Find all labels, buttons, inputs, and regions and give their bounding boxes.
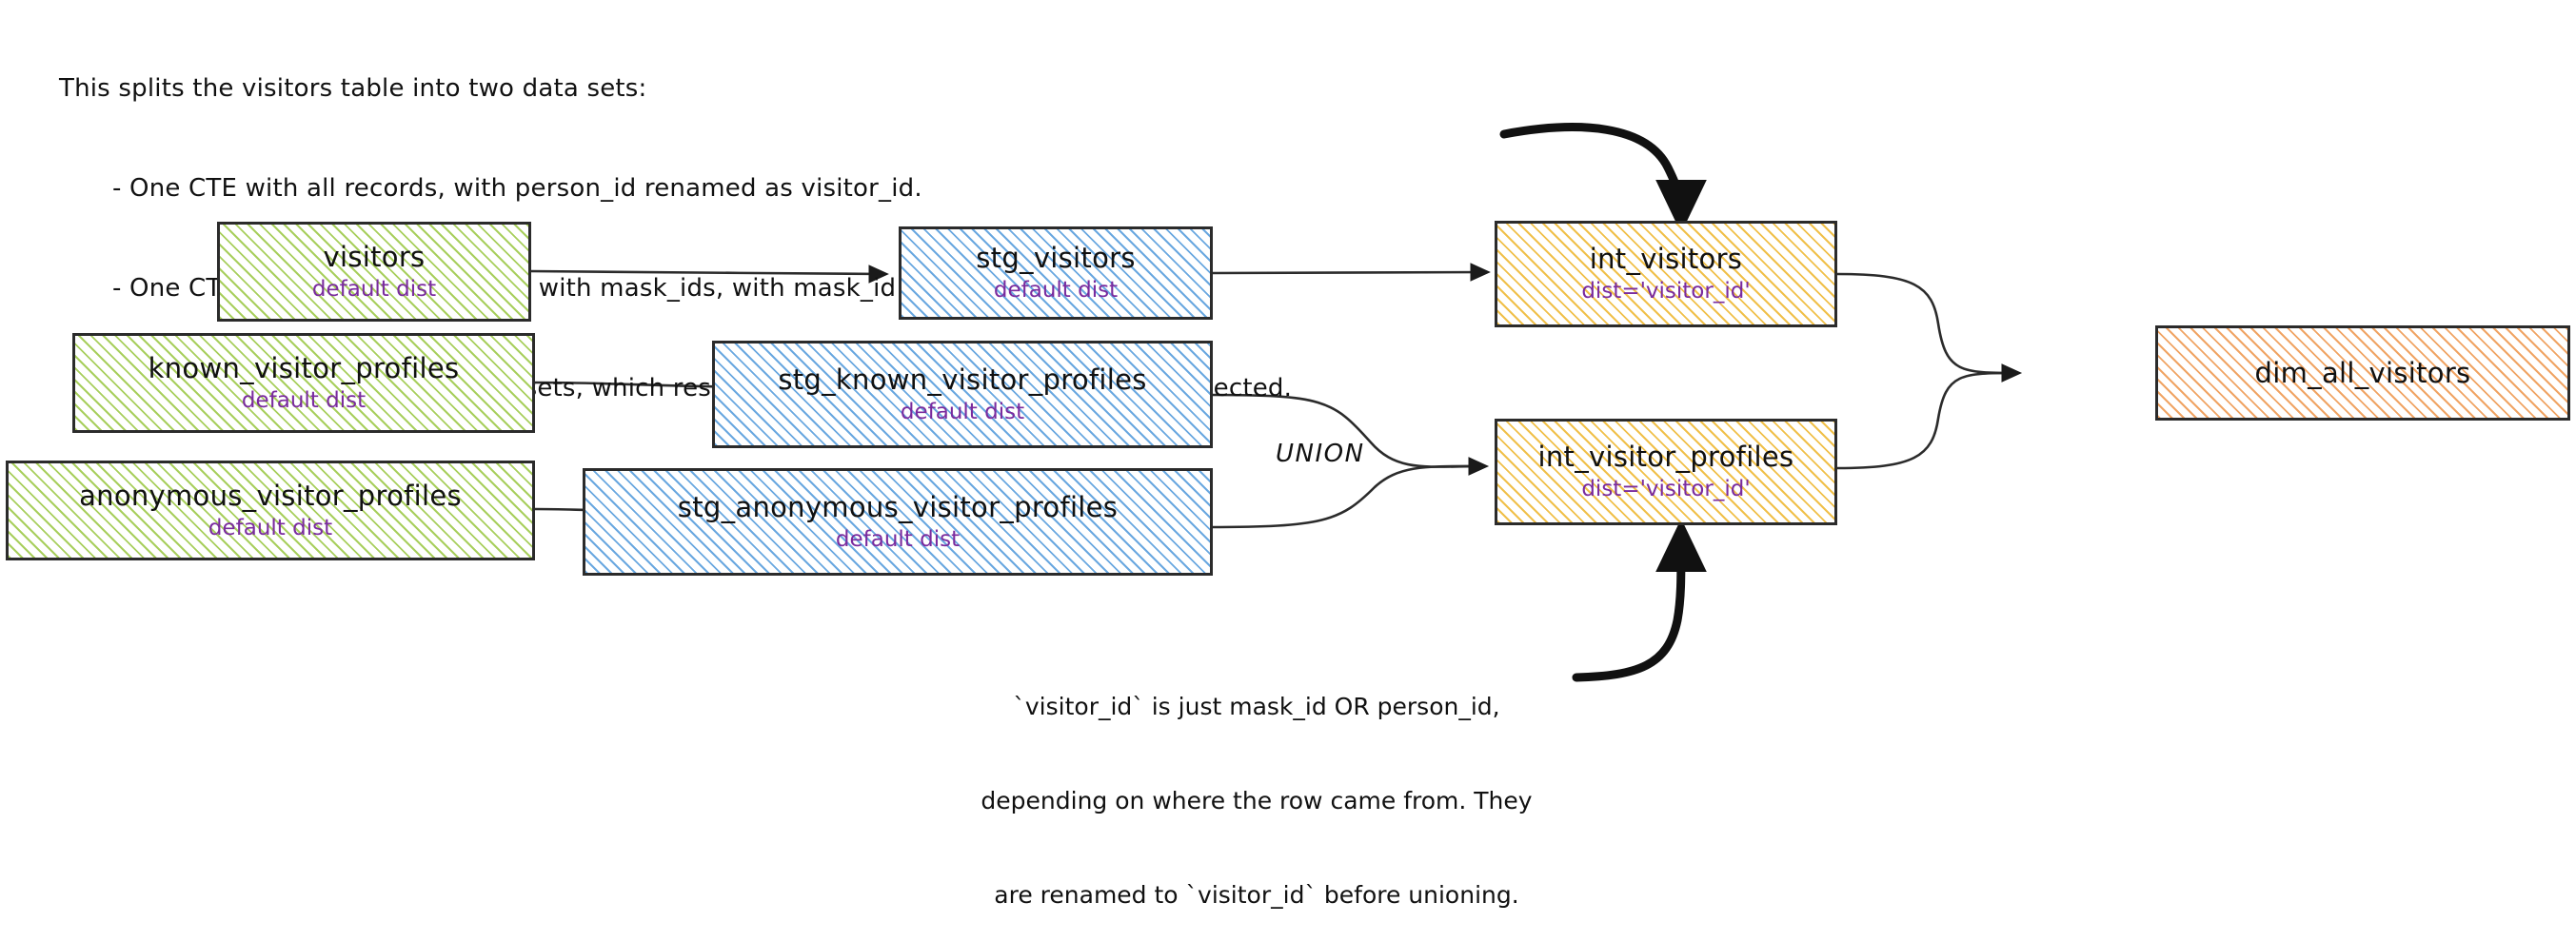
- bottom-annotation-line-3: are renamed to `visitor_id` before union…: [994, 881, 1519, 909]
- bottom-annotation: `visitor_id` is just mask_id OR person_i…: [933, 628, 1580, 942]
- node-int_visitor_profiles[interactable]: int_visitor_profiles dist='visitor_id': [1495, 419, 1837, 525]
- bottom-annotation-line-1: `visitor_id` is just mask_id OR person_i…: [1013, 693, 1500, 720]
- node-stg_known_visitor_profiles-title: stg_known_visitor_profiles: [778, 363, 1147, 396]
- node-visitors-title: visitors: [323, 240, 426, 273]
- annotation-arrow-top: [1499, 123, 1707, 234]
- edge-visitors-to-stg_visitors: [529, 265, 889, 284]
- annotation-arrow-bottom: [1572, 518, 1707, 682]
- node-stg_known_visitor_profiles-dist: default dist: [900, 399, 1025, 424]
- node-stg_visitors-dist: default dist: [993, 278, 1119, 303]
- node-stg_anonymous_visitor_profiles-dist: default dist: [835, 526, 961, 552]
- node-stg_anonymous_visitor_profiles-title: stg_anonymous_visitor_profiles: [677, 490, 1119, 523]
- node-anonymous_visitor_profiles-dist: default dist: [208, 515, 333, 540]
- diagram-connector-layer: [529, 123, 2022, 682]
- edge-label-union: UNION: [1276, 440, 1365, 468]
- header-annotation-lead: This splits the visitors table into two …: [59, 74, 647, 103]
- node-visitors[interactable]: visitors default dist: [217, 222, 531, 322]
- node-int_visitors-title: int_visitors: [1589, 243, 1743, 275]
- edge-int_visitors-to-dim_all_visitors: [1835, 272, 2022, 383]
- node-stg_anonymous_visitor_profiles[interactable]: stg_anonymous_visitor_profiles default d…: [583, 468, 1213, 576]
- node-stg_known_visitor_profiles[interactable]: stg_known_visitor_profiles default dist: [712, 341, 1213, 448]
- node-int_visitor_profiles-dist: dist='visitor_id': [1581, 477, 1751, 501]
- edge-stg_anonymous_visitor_profiles-to-int_visitor_profiles: [1205, 457, 1489, 529]
- node-stg_visitors[interactable]: stg_visitors default dist: [899, 226, 1213, 320]
- node-visitors-dist: default dist: [311, 276, 437, 302]
- node-stg_visitors-title: stg_visitors: [976, 242, 1136, 274]
- node-known_visitor_profiles-title: known_visitor_profiles: [148, 351, 460, 384]
- node-dim_all_visitors-title: dim_all_visitors: [2254, 357, 2471, 389]
- edge-stg_visitors-to-int_visitors: [1211, 263, 1491, 282]
- node-dim_all_visitors[interactable]: dim_all_visitors: [2155, 325, 2570, 421]
- node-known_visitor_profiles[interactable]: known_visitor_profiles default dist: [72, 333, 535, 433]
- node-known_visitor_profiles-dist: default dist: [241, 387, 367, 413]
- node-int_visitors-dist: dist='visitor_id': [1581, 279, 1751, 304]
- bottom-annotation-line-2: depending on where the row came from. Th…: [981, 787, 1533, 814]
- node-int_visitors[interactable]: int_visitors dist='visitor_id': [1495, 221, 1837, 327]
- node-int_visitor_profiles-title: int_visitor_profiles: [1537, 441, 1794, 473]
- node-anonymous_visitor_profiles-title: anonymous_visitor_profiles: [79, 479, 462, 512]
- edge-int_visitor_profiles-to-dim_all_visitors: [1835, 363, 2022, 470]
- node-anonymous_visitor_profiles[interactable]: anonymous_visitor_profiles default dist: [6, 461, 535, 560]
- header-annotation-bullet-1: - One CTE with all records, with person_…: [112, 174, 922, 203]
